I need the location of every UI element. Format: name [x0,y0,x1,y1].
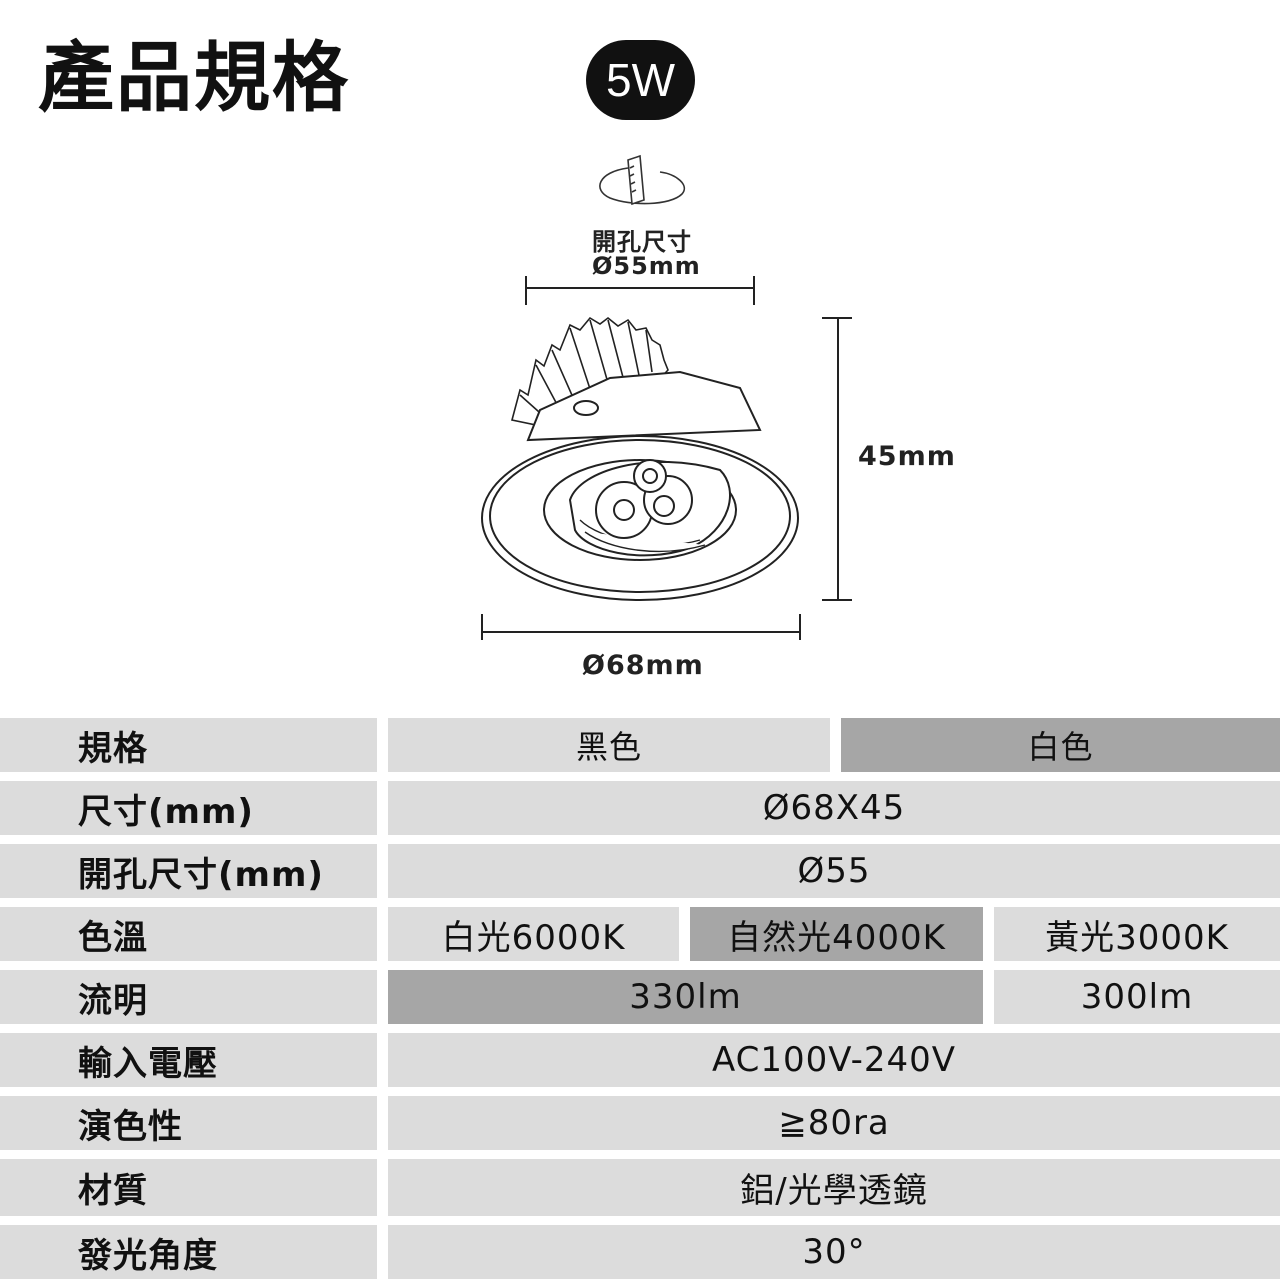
row-label-color-temp: 色溫 [0,907,377,961]
row-label-beam-angle: 發光角度 [0,1225,377,1279]
cutout-value: Ø55mm [592,252,701,280]
cutout-label: 開孔尺寸 [592,228,692,256]
cell-3000k: 黃光3000K [994,907,1280,961]
row-label-size: 尺寸(mm) [0,781,377,835]
cell-6000k: 白光6000K [388,907,679,961]
height-value: 45mm [858,441,956,472]
wattage-badge: 5W [586,40,695,120]
cell-size: Ø68X45 [388,781,1280,835]
cell-330lm: 330lm [388,970,983,1024]
cell-cri: ≧80ra [388,1096,1280,1150]
downlight-illustration [481,316,799,601]
cell-black-color: 黑色 [388,718,830,772]
cutout-dimension-line [525,276,755,305]
diameter-value: Ø68mm [582,650,704,681]
row-label-material: 材質 [0,1159,377,1216]
page-title: 產品規格 [38,33,350,122]
cell-cutout: Ø55 [388,844,1280,898]
row-label-spec: 規格 [0,718,377,772]
diameter-dimension-line [481,614,801,640]
cell-beam-angle: 30° [388,1225,1280,1279]
cell-white-color: 白色 [841,718,1280,772]
row-label-voltage: 輸入電壓 [0,1033,377,1087]
cutout-saw-icon [599,154,685,206]
height-dimension-line [822,317,852,601]
cell-4000k: 自然光4000K [690,907,983,961]
cell-material: 鋁/光學透鏡 [388,1159,1280,1216]
row-label-lumen: 流明 [0,970,377,1024]
cell-voltage: AC100V-240V [388,1033,1280,1087]
cell-300lm: 300lm [994,970,1280,1024]
row-label-cutout: 開孔尺寸(mm) [0,844,377,898]
product-drawing [481,154,852,640]
row-label-cri: 演色性 [0,1096,377,1150]
